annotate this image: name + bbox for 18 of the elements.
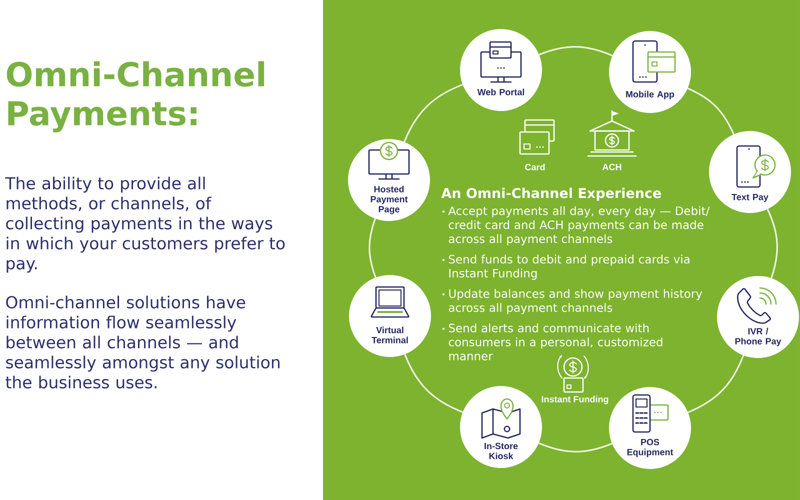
connector-arc <box>687 88 734 135</box>
connector-arc <box>404 354 464 413</box>
connector-arc <box>538 46 613 56</box>
icon-caption: ACH <box>602 164 622 170</box>
bullet-text: Send funds to debit and prepaid cards via Instant Funding <box>448 254 690 280</box>
icon-caption: Instant Funding <box>542 396 608 404</box>
bullet-text: Update balances and show payment history across all payment channels <box>448 289 702 314</box>
connector-arc <box>538 442 613 452</box>
connector-arc <box>404 84 464 143</box>
connector-arc <box>368 218 376 278</box>
bullet-text: Accept payments all day, every day — Debit/ credit card and ACH payments can be made across all payment channels <box>448 206 710 246</box>
bullet-text: Send alerts and communicate with consumers in a personal, customized manner <box>448 323 662 360</box>
connector-arc <box>766 208 778 279</box>
connector-arc <box>687 354 744 414</box>
icon-caption: Card <box>525 164 545 170</box>
body-text: Omni-channel solutions have information flow seamlessly between all channels — and seamlessly amongst any solution the business uses. <box>6 296 280 388</box>
body-text: The ability to provide all methods, or channels, of collecting payments in the ways in which your customers prefer to pay. <box>5 176 285 273</box>
title: Omni-Channel Payments: <box>6 61 264 132</box>
